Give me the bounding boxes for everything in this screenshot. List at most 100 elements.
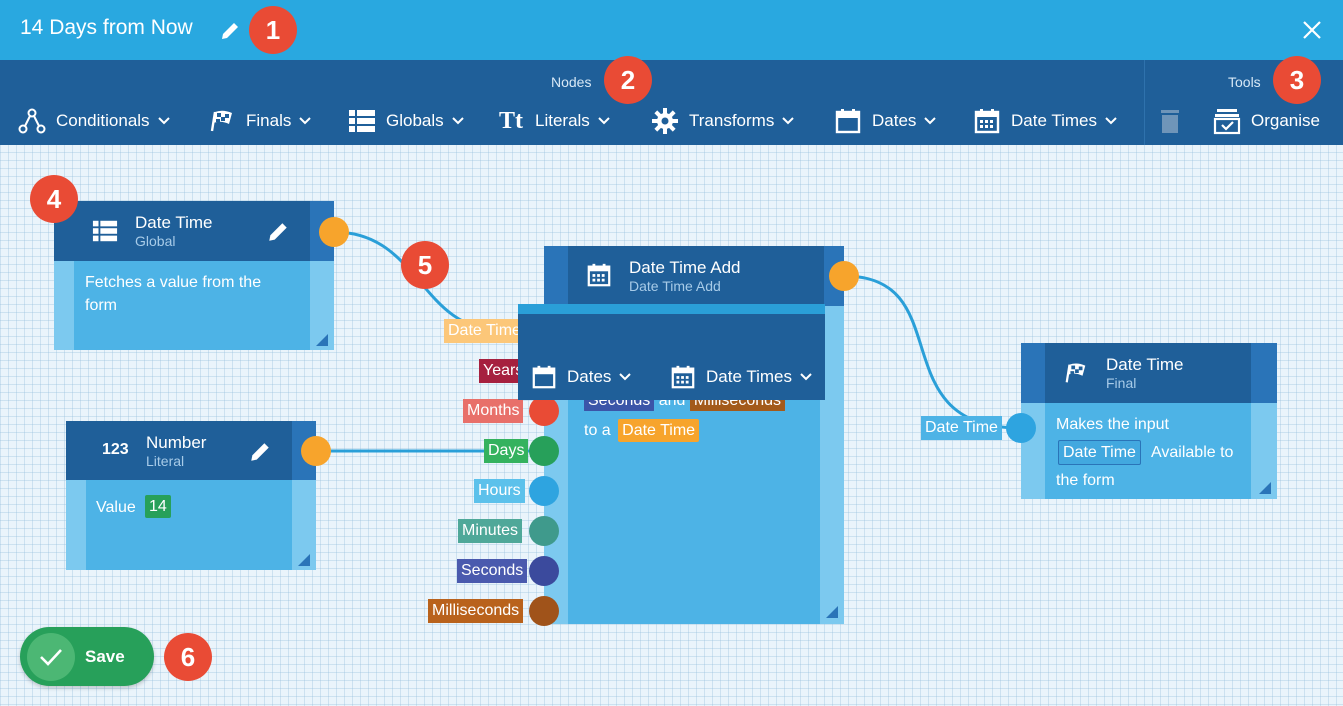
organise-label: Organise — [1251, 111, 1320, 130]
input-label-months: Months — [463, 399, 524, 423]
global-output-port[interactable] — [319, 217, 349, 247]
global-node-subtitle: Global — [135, 233, 176, 249]
trash-icon[interactable] — [1158, 108, 1182, 134]
resize-handle[interactable] — [826, 606, 838, 618]
title-bar — [0, 0, 1343, 60]
menu-date-times[interactable]: Date Times — [973, 104, 1127, 138]
chevron-down-icon — [924, 117, 937, 125]
menu-transforms[interactable]: Transforms — [651, 104, 804, 138]
add-node-title: Date Time Add — [629, 258, 741, 277]
input-port-seconds[interactable] — [529, 556, 559, 586]
resize-handle[interactable] — [298, 554, 310, 566]
menu-finals-label: Finals — [246, 111, 292, 130]
final-input-port[interactable] — [1006, 413, 1036, 443]
save-check-circle — [27, 633, 75, 681]
chevron-down-icon — [782, 117, 795, 125]
final-node-header[interactable] — [1021, 343, 1251, 403]
final-node-text-a: Makes the input — [1056, 416, 1169, 433]
chevron-down-icon — [598, 117, 610, 125]
menu-finals[interactable]: Finals — [208, 104, 321, 138]
flag-icon — [1065, 363, 1086, 383]
calendar-icon — [835, 109, 861, 134]
date-time-chip: Date Time — [618, 419, 700, 442]
number-node-title: Number — [146, 433, 207, 452]
number-value-label: Value — [96, 499, 136, 516]
badge-5: 5 — [401, 241, 449, 289]
add-node-description-line2: to a Date Time — [584, 419, 700, 442]
tools-section-label: Tools — [1228, 74, 1261, 90]
edit-title-icon[interactable] — [219, 20, 241, 42]
number-node-subtitle: Literal — [146, 453, 185, 469]
node-dropdown-panel — [518, 304, 825, 400]
edit-node-icon[interactable] — [248, 440, 272, 464]
organise-icon — [1213, 109, 1241, 135]
input-port-months[interactable] — [529, 396, 559, 426]
dropdown-date-times[interactable]: Date Times — [670, 360, 822, 394]
to-a-text: to a — [584, 422, 611, 439]
dropdown-dates-label: Dates — [567, 367, 612, 386]
gear-icon — [652, 108, 678, 134]
badge-4: 4 — [30, 175, 78, 223]
final-node-text-c: the form — [1056, 472, 1115, 489]
page-title: 14 Days from Now — [20, 16, 193, 39]
calendar-grid-icon — [587, 263, 611, 287]
menu-globals[interactable]: Globals — [348, 104, 474, 138]
badge-3: 3 — [1273, 56, 1321, 104]
number-node-body — [86, 480, 292, 570]
menu-conditionals[interactable]: Conditionals — [18, 104, 180, 138]
badge-1: 1 — [249, 6, 297, 54]
menu-literals-label: Literals — [535, 111, 590, 130]
calendar-icon — [532, 365, 556, 389]
number-node-header[interactable] — [66, 421, 292, 480]
input-label-minutes: Minutes — [458, 519, 523, 543]
toolbar — [0, 60, 1343, 145]
final-node-title: Date Time — [1106, 355, 1184, 374]
dropdown-date-times-label: Date Times — [706, 367, 792, 386]
input-label-hours: Hours — [474, 479, 525, 503]
list-icon — [349, 110, 375, 132]
number-value-chip[interactable]: 14 — [145, 495, 171, 518]
nodes-section-label: Nodes — [551, 74, 592, 90]
menu-literals[interactable]: Tt Literals — [499, 104, 620, 138]
node-dropdown-accent — [518, 304, 825, 314]
input-port-days[interactable] — [529, 436, 559, 466]
global-node-left-strip — [54, 261, 74, 350]
text-icon: Tt — [499, 107, 523, 134]
final-node-header-left-strip — [1021, 343, 1045, 403]
number-icon: 123 — [102, 441, 129, 458]
global-node-body — [74, 261, 310, 350]
close-icon[interactable] — [1302, 20, 1322, 40]
number-node-left-strip — [66, 480, 86, 570]
add-node-header-left-strip — [544, 246, 568, 306]
calendar-grid-icon — [974, 109, 1000, 134]
input-port-hours[interactable] — [529, 476, 559, 506]
input-port-milliseconds[interactable] — [529, 596, 559, 626]
add-output-port[interactable] — [829, 261, 859, 291]
menu-dates[interactable]: Dates — [834, 104, 946, 138]
final-node-text-b: Available to — [1151, 444, 1234, 461]
dropdown-dates[interactable]: Dates — [531, 360, 641, 394]
add-node-subtitle: Date Time Add — [629, 278, 721, 294]
global-node-description: Fetches a value from the form — [85, 274, 262, 314]
input-port-minutes[interactable] — [529, 516, 559, 546]
chevron-down-icon — [619, 373, 632, 381]
input-label-days: Days — [484, 439, 529, 463]
chevron-down-icon — [800, 373, 812, 381]
check-icon — [40, 649, 62, 666]
organise-button[interactable]: Organise — [1213, 104, 1320, 138]
resize-handle[interactable] — [316, 334, 328, 346]
menu-dates-label: Dates — [872, 111, 917, 130]
calendar-grid-icon — [671, 365, 695, 389]
add-node-header[interactable] — [544, 246, 824, 306]
menu-conditionals-label: Conditionals — [56, 111, 150, 130]
input-label-milliseconds: Milliseconds — [428, 599, 524, 623]
resize-handle[interactable] — [1259, 482, 1271, 494]
number-output-port[interactable] — [301, 436, 331, 466]
badge-6: 6 — [164, 633, 212, 681]
chevron-down-icon — [299, 117, 312, 125]
chevron-down-icon — [157, 117, 170, 125]
edit-node-icon[interactable] — [266, 220, 290, 244]
menu-globals-label: Globals — [386, 111, 444, 130]
chevron-down-icon — [451, 117, 464, 125]
global-node-title: Date Time — [135, 213, 213, 232]
